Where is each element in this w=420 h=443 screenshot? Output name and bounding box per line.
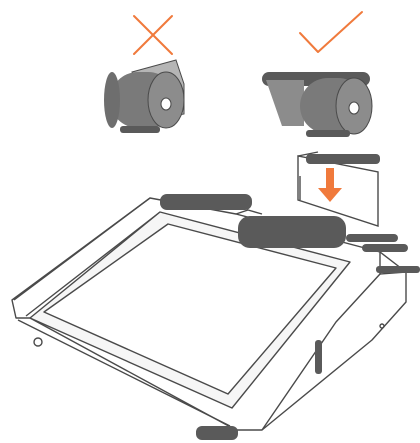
label-bar — [238, 216, 346, 248]
label-bar — [196, 426, 238, 440]
paper-roll-wrong — [104, 60, 184, 133]
cross-mark-icon — [134, 16, 172, 54]
pos-terminal — [12, 198, 406, 430]
label-bar — [376, 266, 420, 273]
paper-roll-correct — [262, 72, 372, 137]
label-bar — [306, 130, 350, 137]
label-bar — [160, 194, 252, 210]
label-bar — [306, 154, 380, 164]
check-mark-icon — [300, 12, 362, 52]
label-bar — [362, 244, 408, 252]
label-bar — [346, 234, 398, 242]
label-bar — [120, 126, 160, 133]
label-bar — [315, 340, 322, 374]
